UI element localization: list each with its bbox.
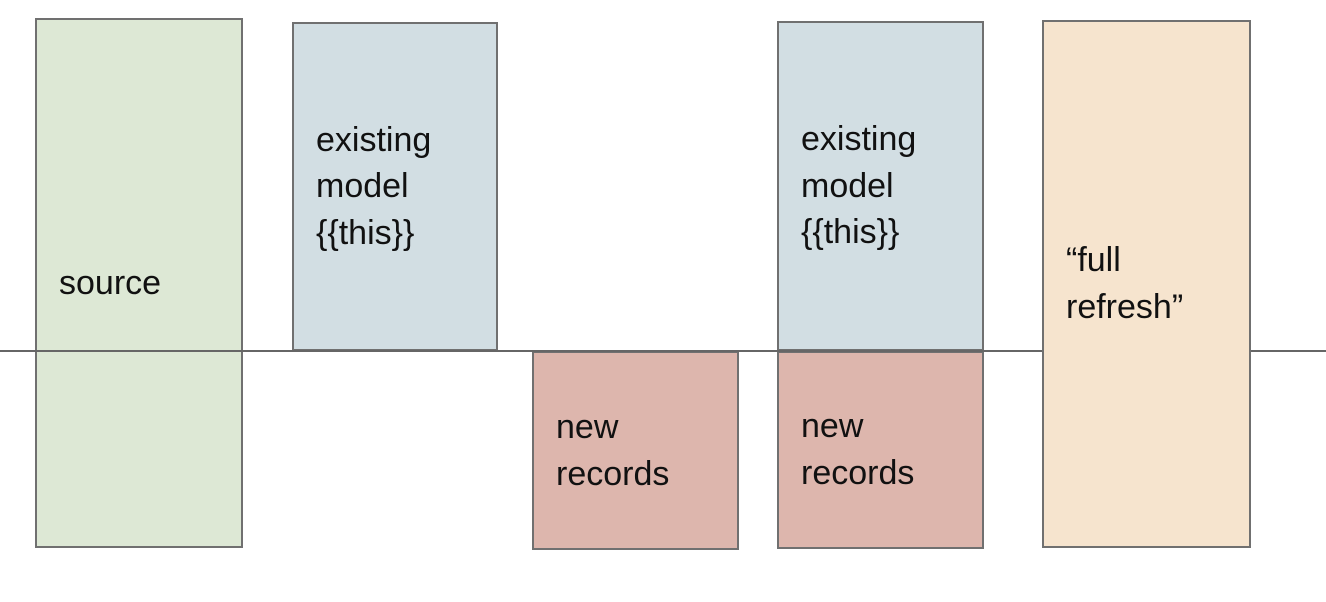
source-box-label: source (59, 263, 162, 302)
new-records-box-2-label: new records (801, 407, 915, 492)
new-records-box-1-label: new records (556, 407, 670, 493)
new-records-box-1: new records (532, 351, 739, 550)
full-refresh-box: “full refresh” (1042, 20, 1251, 548)
existing-model-box-1: existing model {{this}} (292, 22, 498, 351)
new-records-box-2: new records (777, 351, 984, 549)
source-box: source (35, 18, 243, 548)
existing-model-box-2-label: existing model {{this}} (801, 120, 917, 252)
existing-model-box-2: existing model {{this}} (777, 21, 984, 351)
existing-model-box-1-label: existing model {{this}} (316, 120, 432, 252)
full-refresh-box-label: “full refresh” (1066, 241, 1184, 326)
timeline-line (0, 350, 1326, 352)
